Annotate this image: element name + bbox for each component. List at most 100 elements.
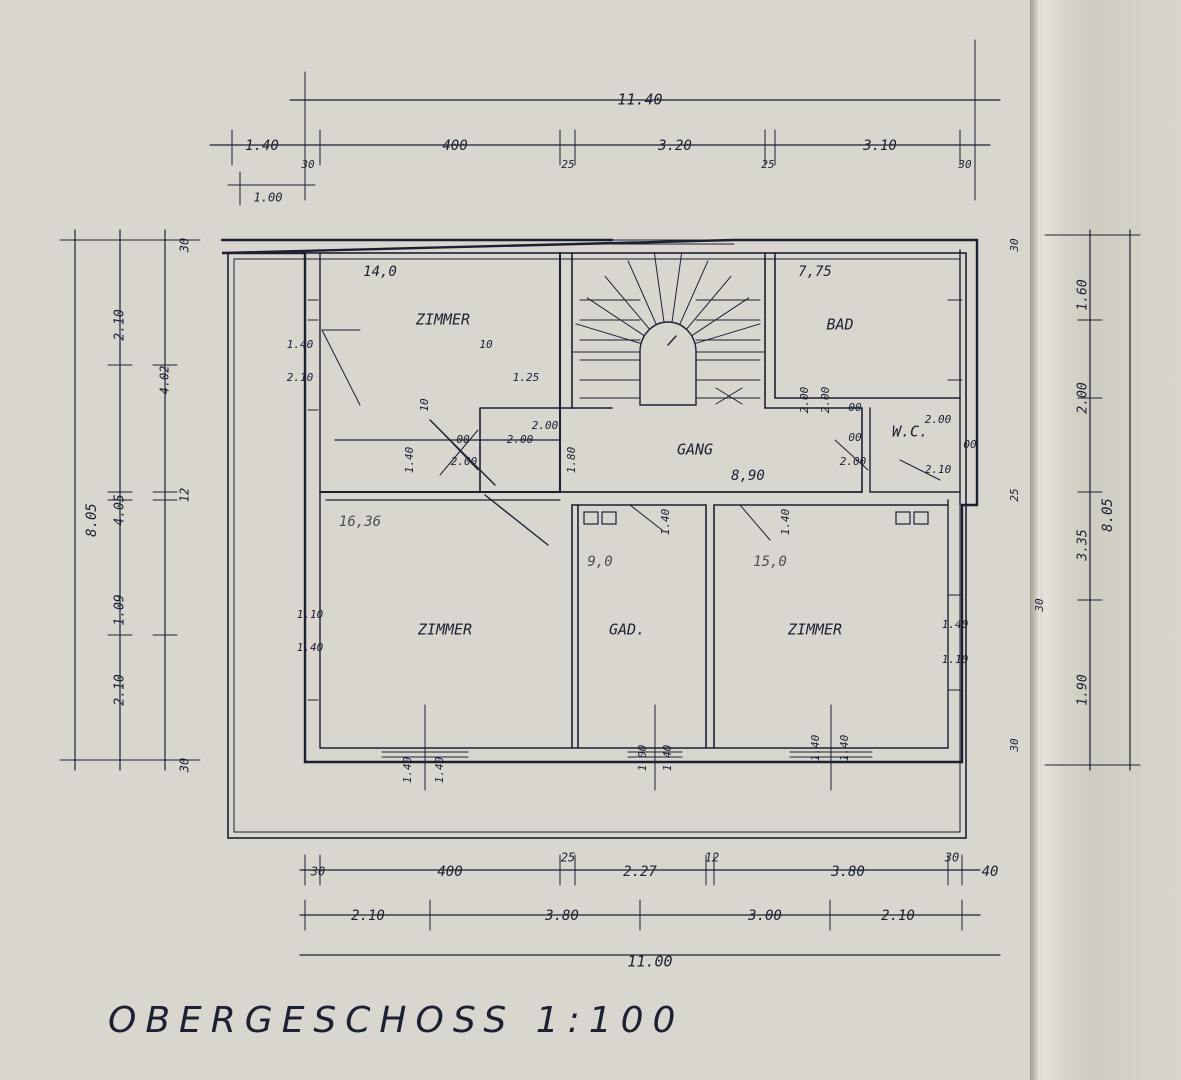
dim-bottom2-1: 3.80	[544, 908, 579, 924]
wall-wc	[869, 407, 961, 493]
opening-label-27: 2.00	[798, 386, 811, 413]
opening-label-7: 2.00	[451, 455, 478, 468]
dim-top-7: 30	[957, 158, 972, 171]
opening-label-15: 1.10	[297, 608, 324, 621]
dim-bottom-total: 11.00	[627, 953, 672, 971]
dim-bottom2-3: 2.10	[881, 908, 915, 924]
room-name-gard: GAD.	[609, 621, 645, 639]
stair-step	[653, 252, 665, 323]
stair-step	[627, 260, 657, 326]
stair-step	[671, 252, 683, 323]
chimney-flue	[601, 511, 617, 525]
dim-right-mid-3: 30	[1033, 598, 1046, 613]
room-area-bad: 7,75	[798, 264, 832, 280]
opening-label-14: 2.10	[925, 463, 952, 476]
wall-bad	[764, 252, 863, 493]
stair-step	[604, 275, 651, 330]
dim-left-inner-1: 4.05	[113, 494, 128, 525]
dim-top-3: 25	[561, 158, 574, 171]
chimney-flue	[583, 511, 599, 525]
dim-right-inner-1: 2.00	[1076, 382, 1091, 413]
opening-label-21: 1.40	[809, 734, 822, 761]
opening-label-24: 1.40	[661, 744, 674, 771]
stair-mark	[715, 387, 743, 405]
stair-step	[679, 260, 709, 326]
opening-label-1: 2.10	[287, 371, 314, 384]
dim-bottom1-1: 400	[437, 864, 462, 880]
dim-bottom2-2: 3.00	[747, 908, 782, 924]
dim-right-mid-0: 30	[1008, 238, 1021, 253]
opening-label-13: 00	[963, 438, 977, 451]
opening-label-5: 1.40	[403, 446, 416, 473]
dim-top-5: 25	[761, 158, 774, 171]
chimney-flue	[913, 511, 929, 525]
pencil-cross	[429, 419, 496, 486]
dim-top-0: 1.40	[245, 138, 279, 154]
opening-label-2: 10	[479, 338, 493, 351]
pencil-cross	[484, 494, 549, 546]
dim-left-mid-0: 4.02	[158, 366, 172, 395]
opening-label-6: 00	[456, 433, 470, 446]
room-name-zimmer-se: ZIMMER	[787, 621, 842, 639]
room-name-wc: W.C.	[892, 423, 928, 441]
opening-label-12: 2.00	[840, 455, 867, 468]
door-swing	[629, 504, 663, 531]
dim-bottom1-0: 30	[310, 865, 325, 879]
drawing-title: OBERGESCHOSS 1:100	[108, 1000, 685, 1041]
wall-gard-right	[705, 504, 715, 749]
stair-step	[691, 297, 750, 337]
opening-label-10: 2.00	[507, 433, 534, 446]
opening-label-19: 1.40	[401, 756, 414, 783]
wall-stair-left	[571, 252, 613, 409]
stair-step	[685, 275, 732, 330]
room-area-zimmer-se: 15,0	[753, 554, 787, 570]
dim-left-mid-1: 12	[178, 488, 192, 502]
opening-label-9: 1.80	[565, 446, 578, 473]
opening-label-11: 00	[848, 431, 862, 444]
opening-label-8: 2.00	[532, 419, 559, 432]
dim-left-total: 8.05	[84, 503, 100, 537]
opening-label-29: 00	[848, 401, 862, 414]
dim-bottom1-3: 2.27	[623, 864, 657, 880]
room-area-zimmer-sw: 16,36	[339, 514, 381, 530]
opening-label-23: 1.00	[636, 744, 649, 771]
wall-gang-west	[479, 407, 573, 493]
opening-label-22: 1.40	[838, 734, 851, 761]
dim-right-mid-2: 25	[1008, 488, 1021, 501]
opening-label-0: 1.40	[287, 338, 314, 351]
dim-right-mid-1: 30	[1008, 738, 1021, 753]
dim-right-inner-0: 1.60	[1076, 279, 1091, 310]
exterior-wall	[220, 238, 979, 764]
paper-fold	[1030, 0, 1181, 1080]
dim-left-inner-0: 2.10	[113, 309, 128, 340]
door-swing	[439, 429, 479, 476]
room-area-gard: 9,0	[587, 554, 612, 570]
dim-bottom1-4: 12	[705, 851, 719, 865]
exterior-wall-inner	[319, 252, 949, 749]
balcony-outline	[227, 252, 967, 839]
dim-bottom1-2: 25	[561, 851, 575, 865]
dim-top-1: 30	[300, 158, 315, 171]
dim-bottom1-5: 3.80	[830, 864, 865, 880]
dim-top-offset: 1.00	[254, 191, 283, 205]
room-name-zimmer-nw: ZIMMER	[415, 311, 470, 329]
stair-arrow	[667, 335, 677, 346]
dim-right-total: 8.05	[1100, 498, 1116, 532]
dim-bottom2-0: 2.10	[351, 908, 385, 924]
room-name-bad: BAD	[826, 316, 853, 334]
dim-right-inner-3: 1.90	[1076, 674, 1091, 705]
dim-left-mid-2: 30	[178, 238, 192, 253]
opening-label-20: 1.40	[433, 756, 446, 783]
wall-bad-inner	[774, 252, 961, 399]
door-swing	[321, 329, 361, 406]
opening-label-18: 1.10	[942, 653, 969, 666]
stair-step	[586, 297, 645, 337]
room-area-gang: 8,90	[731, 468, 765, 484]
opening-label-28: 2.00	[819, 386, 832, 413]
door-swing	[834, 439, 869, 471]
dim-right-inner-2: 3.35	[1076, 529, 1091, 561]
opening-label-4: 10	[418, 398, 431, 412]
room-area-zimmer-nw: 14,0	[363, 264, 397, 280]
